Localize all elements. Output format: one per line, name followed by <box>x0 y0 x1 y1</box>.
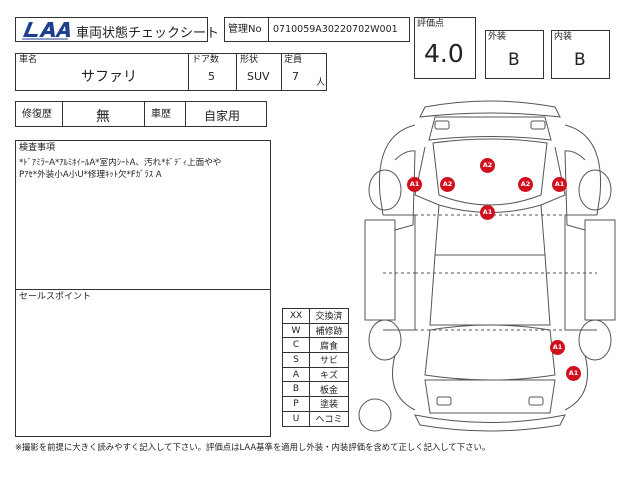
doors-value: 5 <box>208 70 215 83</box>
doors-label: ドア数 <box>192 55 220 65</box>
inspection-box: 検査事項 *ﾄﾞｱﾐﾗｰA*ｱﾙﾐﾎｲｰﾙA*室内ｼｰﾄA、汚れ*ﾎﾞﾃﾞｨ上面… <box>15 140 271 290</box>
capacity-unit: 人 <box>316 78 326 88</box>
exterior-grade: B <box>508 50 520 70</box>
mgmt-label-cell: 管理No <box>224 17 269 42</box>
damage-mark: A1 <box>480 205 495 220</box>
shape-cell: 形状 SUV <box>236 53 282 91</box>
damage-mark: A2 <box>480 158 495 173</box>
inspection-line-2: Pｱｾ*外装小A小U*修理ｷｯﾄ欠*Fｶﾞﾗｽ A <box>19 170 162 180</box>
damage-mark: A2 <box>518 177 533 192</box>
footer-note: ※撮影を前提に大きく読みやすく記入して下さい。評価点はLAA基準を適用し外装・内… <box>15 442 491 452</box>
sheet-title: 車両状態チェックシート <box>76 26 220 41</box>
repair-label-cell: 修復歴 <box>15 101 63 127</box>
inspection-label: 検査事項 <box>19 143 56 153</box>
laa-logo <box>20 19 70 40</box>
type-label-cell: 車歴 <box>144 101 186 127</box>
capacity-value: 7 <box>292 70 299 83</box>
interior-grade: B <box>574 50 586 70</box>
type-value: 自家用 <box>204 109 241 123</box>
exterior-box: 外装 B <box>485 30 544 79</box>
inspection-line-1: *ﾄﾞｱﾐﾗｰA*ｱﾙﾐﾎｲｰﾙA*室内ｼｰﾄA、汚れ*ﾎﾞﾃﾞｨ上面やや <box>19 158 222 168</box>
sales-point-label: セールスポイント <box>19 292 92 302</box>
interior-label: 内装 <box>554 32 573 42</box>
damage-mark: A1 <box>407 177 422 192</box>
score-value: 4.0 <box>424 39 464 68</box>
repair-value: 無 <box>96 109 110 125</box>
doors-cell: ドア数 5 <box>188 53 237 91</box>
vehicle-info-row: 車名 サファリ ドア数 5 形状 SUV 定員 7 人 <box>15 53 327 91</box>
damage-mark: A1 <box>566 366 581 381</box>
damage-mark: A1 <box>550 340 565 355</box>
interior-box: 内装 B <box>551 30 610 79</box>
shape-value: SUV <box>247 70 270 83</box>
mgmt-label: 管理No <box>228 24 262 35</box>
damage-mark: A2 <box>440 177 455 192</box>
car-name-label: 車名 <box>19 55 38 65</box>
damage-mark: A1 <box>552 177 567 192</box>
score-box: 評価点 4.0 <box>414 17 476 79</box>
header-title-box: 車両状態チェックシート <box>15 17 219 42</box>
repair-label: 修復歴 <box>22 109 52 120</box>
shape-label: 形状 <box>240 55 259 65</box>
capacity-label: 定員 <box>284 55 303 65</box>
management-no-box: 管理No 0710059A30220702W001 <box>224 17 410 42</box>
exterior-label: 外装 <box>488 32 507 42</box>
car-name: サファリ <box>81 69 137 85</box>
sales-point-box: セールスポイント <box>15 289 271 437</box>
type-label: 車歴 <box>151 109 171 120</box>
mgmt-number: 0710059A30220702W001 <box>273 24 398 35</box>
score-label: 評価点 <box>417 19 445 29</box>
car-diagram <box>358 100 616 432</box>
history-row: 修復歴 無 車歴 自家用 <box>15 101 267 127</box>
